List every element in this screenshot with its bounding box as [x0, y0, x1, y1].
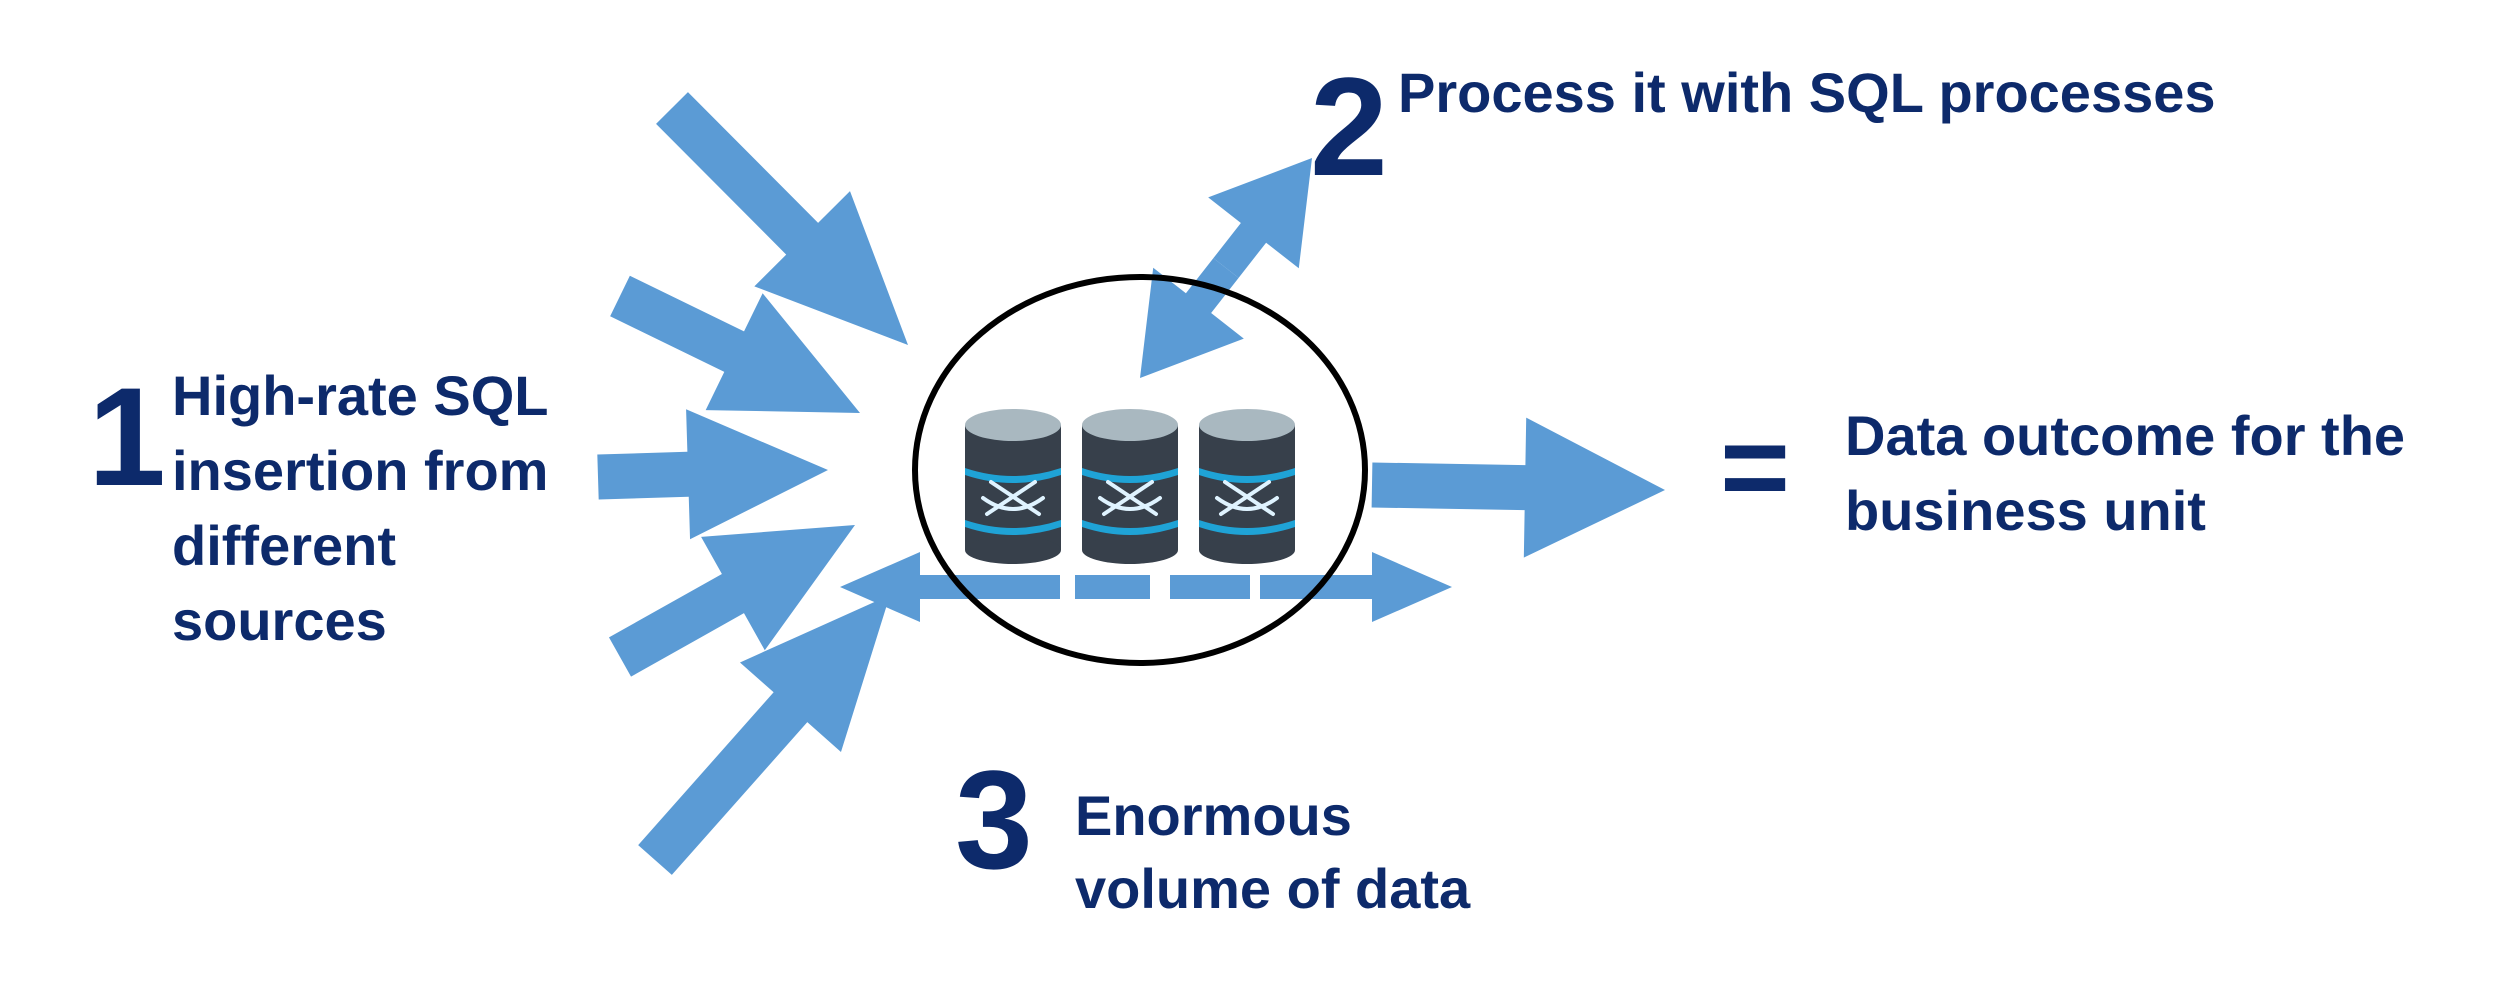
process-arrow: [1208, 158, 1312, 278]
step-1: 1 High-rate SQL insertion from different…: [88, 358, 548, 652]
result-line: Data outcome for the: [1845, 404, 2405, 467]
input-arrow: [597, 409, 828, 540]
volume-arrow-dash: [985, 575, 1050, 599]
output-arrow: [1371, 417, 1665, 558]
database-cluster: [963, 407, 1297, 566]
volume-arrow-dash: [1075, 575, 1150, 599]
step-2-line: Process it with SQL processes: [1398, 61, 2216, 124]
step-1-line: different: [172, 514, 396, 577]
step-3: 3 Enormous volume of data: [955, 741, 1471, 920]
step-1-line: High-rate SQL: [172, 364, 548, 427]
input-arrow: [608, 525, 855, 677]
input-arrow: [638, 595, 890, 875]
step-3-line: Enormous: [1075, 784, 1352, 847]
step-3-line: volume of data: [1075, 857, 1471, 920]
step-1-line: sources: [172, 589, 387, 652]
database-cylinder-icon: [1197, 407, 1297, 566]
result: = Data outcome for the business unit: [1720, 400, 2405, 542]
step-1-line: insertion from: [172, 439, 548, 502]
input-arrow: [656, 92, 908, 345]
volume-arrow-dash: [1170, 575, 1250, 599]
step-3-number: 3: [955, 741, 1033, 898]
equals-sign: =: [1720, 400, 1790, 534]
input-arrow: [610, 275, 860, 413]
result-line: business unit: [1845, 479, 2206, 542]
step-2-number: 2: [1310, 48, 1388, 205]
database-cylinder-icon: [1080, 407, 1180, 566]
volume-arrow-head: [1260, 552, 1452, 622]
step-1-number: 1: [88, 358, 166, 515]
step-2: 2 Process it with SQL processes: [1310, 48, 2216, 205]
database-cylinder-icon: [963, 407, 1063, 566]
processing-circle: [912, 274, 1368, 666]
volume-arrow-dash: [1360, 575, 1370, 599]
